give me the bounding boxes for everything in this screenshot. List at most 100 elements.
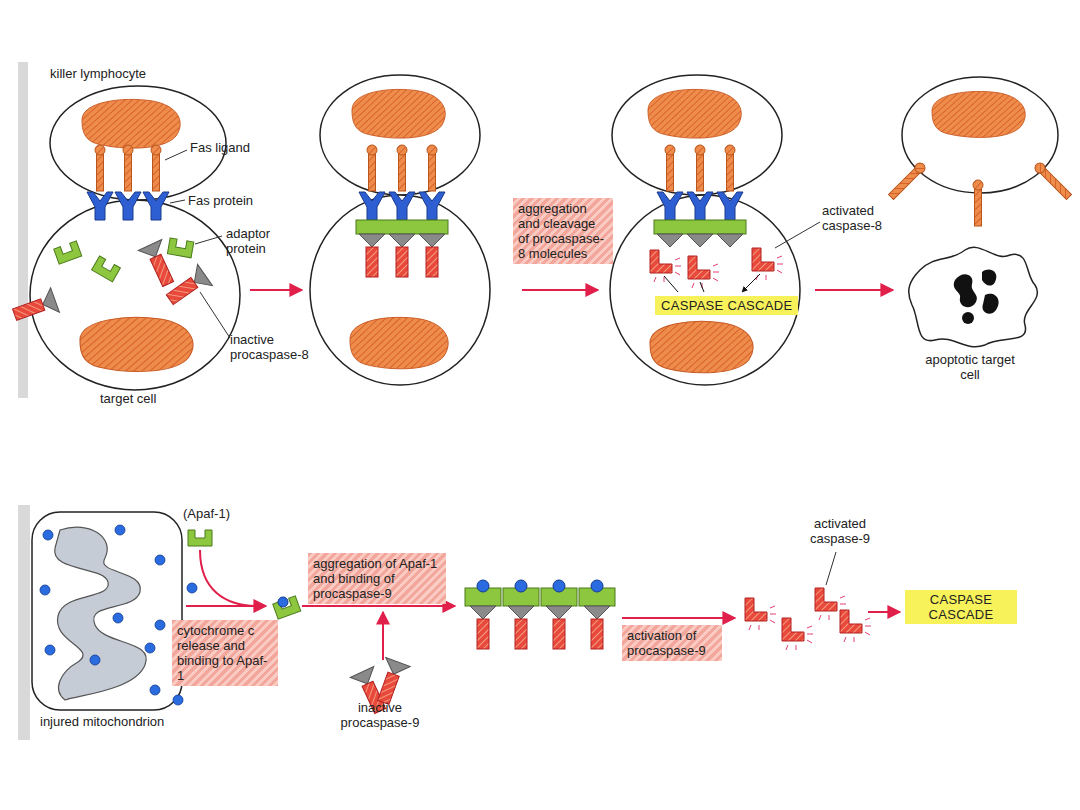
box-text: aggregation and cleavage of procaspase-8… [518,201,608,261]
apoptosome [546,606,572,649]
panel-3 [610,75,820,385]
part-label: target cell [100,391,200,406]
panel-2 [310,75,490,385]
nuclear-fragment [962,312,974,324]
target-cell-outline [610,195,800,385]
apoptosome [584,606,610,649]
apoptosome [477,580,489,592]
fas-ligand [973,180,983,226]
procaspase [359,234,385,277]
part-label: killer lymphocyte [50,66,200,81]
fas-ligand [95,145,105,191]
fas-protein [389,192,415,220]
fas-ligand [397,145,407,191]
fas-ligand [725,145,735,191]
part-label: injured mitochondrion [40,714,190,729]
apoptosome [515,580,527,592]
apoptosome [508,606,534,649]
apoptosome [465,580,615,649]
step-arrow [522,289,598,291]
step-arrow [186,605,266,607]
apaf-cytc [273,596,301,619]
adaptor [54,241,82,264]
procaspase [10,288,59,327]
fas-ligand [695,145,705,191]
fas-ligand [123,145,133,191]
lymphocyte-outline [902,77,1058,193]
fas-protein [87,192,113,220]
process-box: aggregation and cleavage of procaspase-8… [513,198,613,264]
part-label: Fas protein [188,193,288,208]
nucleus [80,317,193,371]
apoptosome [470,606,496,649]
step-arrow [382,612,384,660]
adaptor [92,256,121,282]
nucleus [350,317,448,368]
cristae [55,527,147,700]
procaspase [419,234,445,277]
active-caspase [752,248,783,280]
cytochrome-c [90,655,100,665]
fas-protein [115,192,141,220]
apaf-cytc [273,596,301,619]
active-caspase [840,610,871,642]
adaptor [167,238,193,258]
fas-ligand [367,145,377,191]
procaspase-head [657,234,683,247]
box-text: CASPASE CASCADE [661,298,792,313]
mitochondrion-outline [32,512,182,710]
part-label: activated caspase-8 [822,203,902,233]
part-label: adaptor protein [226,226,296,256]
panel-edge [18,505,30,740]
apoptotic-cell-outline [909,247,1038,346]
process-box: cytochrome c release and binding to Apaf… [172,620,278,686]
box-text: aggregation of Apaf-1 and binding of pro… [313,556,441,601]
fas-protein [419,192,445,220]
apoptosome [591,580,603,592]
box-text: activation of procaspase-9 [627,628,717,658]
part-label: inactive procaspase-8 [230,332,314,362]
fas-protein [657,192,683,220]
step-arrow [200,550,258,606]
step-arrow [815,289,893,291]
fas-ligand [427,145,437,191]
fas-ligand [151,145,161,191]
adaptor-row [356,220,448,234]
lymphocyte-outline [612,75,782,195]
fas-ligand [887,161,927,201]
procaspase [371,658,410,707]
cytochrome-c [45,645,55,655]
active-caspase [782,618,813,650]
nucleus [650,321,753,372]
leader-line [775,222,820,248]
fas-protein [687,192,713,220]
box-text: CASPASE CASCADE [911,592,1011,622]
panel-4 [887,77,1072,347]
fas-ligand [1033,161,1073,201]
cytochrome-c [115,525,125,535]
part-label: inactive procaspase-9 [325,700,435,730]
cytochrome-c [150,685,160,695]
cytochrome-c [113,613,123,623]
nucleus [352,89,445,138]
cytochrome-c [145,643,155,653]
fas-protein [143,192,169,220]
part-label: apoptotic target cell [915,352,1025,382]
procaspase-head [717,234,743,247]
procaspase [389,234,415,277]
procaspase [162,264,212,310]
fas-protein [717,192,743,220]
step-arrow [302,605,455,607]
nucleus [82,99,180,148]
target-cell-outline [310,195,490,385]
adaptor-row [654,220,746,234]
part-label: (Apaf-1) [183,506,263,521]
nuclear-fragment [982,270,996,286]
nucleus [648,89,741,138]
cytochrome-c [155,555,165,565]
panel-edge [18,62,28,398]
step-arrow [868,611,900,613]
cytochrome-c [40,585,50,595]
cytochrome-c [187,583,197,593]
